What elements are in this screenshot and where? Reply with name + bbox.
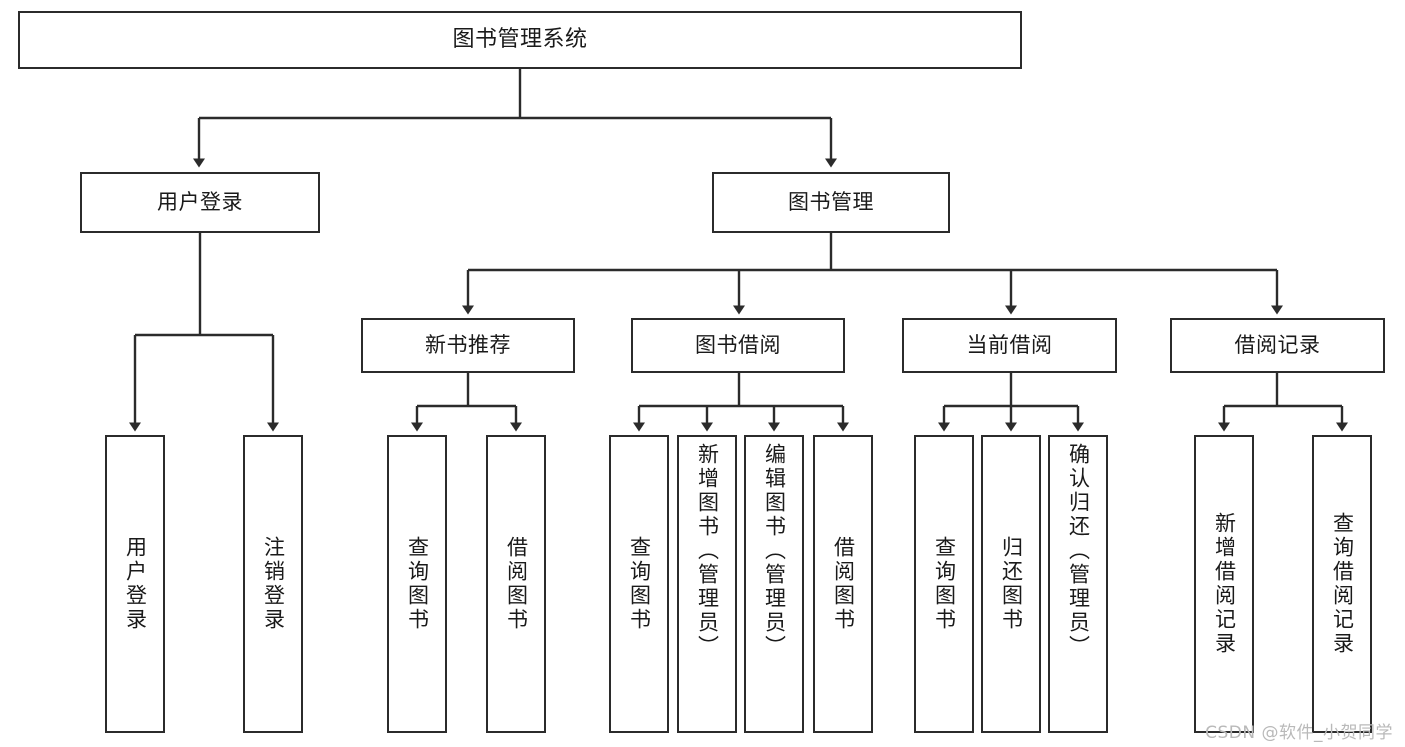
node-label: 图书管理 [788, 190, 874, 215]
node-user-login[interactable]: 用户登录 [80, 172, 320, 233]
node-new-book-recommend[interactable]: 新书推荐 [361, 318, 575, 373]
node-borrow-record[interactable]: 借阅记录 [1170, 318, 1385, 373]
leaf-add-book-admin[interactable]: 新增图书（管理员） [677, 435, 737, 733]
node-label: 确认归还（管理员） [1066, 443, 1091, 659]
node-label: 查询图书 [405, 536, 430, 632]
node-root-system[interactable]: 图书管理系统 [18, 11, 1022, 69]
node-label: 归还图书 [999, 536, 1024, 632]
leaf-borrow-book-recommend[interactable]: 借阅图书 [486, 435, 546, 733]
csdn-watermark: CSDN @软件_小贺同学 [1205, 723, 1393, 743]
node-label: 用户登录 [157, 190, 243, 215]
leaf-confirm-return-admin[interactable]: 确认归还（管理员） [1048, 435, 1108, 733]
leaf-query-book-current[interactable]: 查询图书 [914, 435, 974, 733]
leaf-query-book-recommend[interactable]: 查询图书 [387, 435, 447, 733]
leaf-return-book[interactable]: 归还图书 [981, 435, 1041, 733]
leaf-logout-login[interactable]: 注销登录 [243, 435, 303, 733]
node-label: 查询图书 [932, 536, 957, 632]
node-label: 借阅记录 [1234, 333, 1321, 358]
node-label: 新书推荐 [425, 333, 511, 358]
node-label: 借阅图书 [831, 536, 856, 632]
leaf-query-borrow-record[interactable]: 查询借阅记录 [1312, 435, 1372, 733]
node-current-borrow[interactable]: 当前借阅 [902, 318, 1117, 373]
node-label: 查询借阅记录 [1330, 512, 1355, 656]
node-label: 借阅图书 [504, 536, 529, 632]
node-label: 当前借阅 [966, 333, 1053, 358]
node-book-borrow[interactable]: 图书借阅 [631, 318, 845, 373]
leaf-borrow-book-borrow[interactable]: 借阅图书 [813, 435, 873, 733]
leaf-user-login[interactable]: 用户登录 [105, 435, 165, 733]
node-label: 新增图书（管理员） [695, 443, 720, 659]
node-label: 图书借阅 [695, 333, 781, 358]
leaf-add-borrow-record[interactable]: 新增借阅记录 [1194, 435, 1254, 733]
node-label: 编辑图书（管理员） [762, 443, 787, 659]
node-label: 新增借阅记录 [1212, 512, 1237, 656]
node-label: 图书管理系统 [452, 27, 588, 53]
leaf-query-book-borrow[interactable]: 查询图书 [609, 435, 669, 733]
leaf-edit-book-admin[interactable]: 编辑图书（管理员） [744, 435, 804, 733]
node-label: 用户登录 [123, 536, 148, 632]
node-book-manage[interactable]: 图书管理 [712, 172, 950, 233]
node-label: 注销登录 [261, 536, 286, 632]
node-label: 查询图书 [627, 536, 652, 632]
